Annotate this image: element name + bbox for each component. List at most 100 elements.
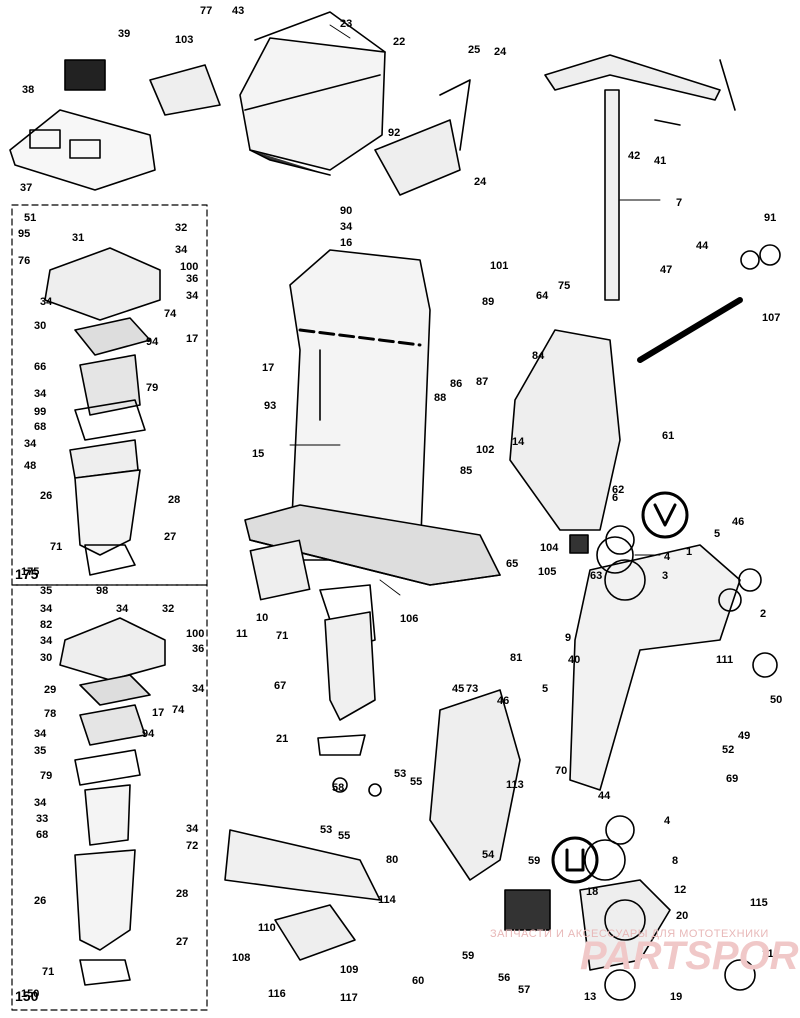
callout-number: 34 bbox=[340, 221, 353, 233]
callout-number: 104 bbox=[540, 542, 559, 554]
callout-number: 24 bbox=[474, 176, 487, 188]
callout-number: 175 bbox=[21, 566, 40, 578]
callout-number: 34 bbox=[116, 603, 129, 615]
callout-number: 36 bbox=[186, 273, 199, 285]
callout-number: 114 bbox=[378, 894, 396, 906]
callout-number: 101 bbox=[490, 260, 509, 272]
callout-number: 53 bbox=[394, 768, 407, 780]
callout-number: 18 bbox=[586, 886, 599, 898]
callout-number: 28 bbox=[168, 494, 181, 506]
callout-number: 20 bbox=[676, 910, 689, 922]
callout-number: 113 bbox=[506, 779, 524, 791]
variant-label-150: 150 bbox=[15, 988, 39, 1004]
callout-number: 87 bbox=[476, 376, 489, 388]
callout-number: 60 bbox=[412, 975, 425, 987]
callout-number: 64 bbox=[536, 290, 549, 302]
callout-number: 47 bbox=[660, 264, 673, 276]
callout-number: 35 bbox=[34, 745, 47, 757]
callout-number: 112 bbox=[762, 948, 780, 960]
callout-number: 57 bbox=[518, 984, 531, 996]
callout-number: 65 bbox=[506, 558, 519, 570]
callout-number: 23 bbox=[340, 18, 353, 30]
callout-number: 49 bbox=[738, 730, 751, 742]
callout-number: 27 bbox=[176, 936, 189, 948]
callout-number: 73 bbox=[466, 683, 479, 695]
callout-number: 34 bbox=[34, 797, 47, 809]
callout-number: 100 bbox=[180, 261, 199, 273]
lower-adaptor-stack-150 bbox=[59, 617, 166, 986]
callout-number: 79 bbox=[40, 770, 53, 782]
callout-number: 85 bbox=[460, 465, 473, 477]
callout-number: 67 bbox=[274, 680, 287, 692]
callout-number: 52 bbox=[722, 744, 735, 756]
callout-number: 26 bbox=[34, 895, 47, 907]
callout-number: 30 bbox=[40, 652, 53, 664]
callout-number: 4 bbox=[664, 551, 671, 563]
callout-number: 88 bbox=[434, 392, 447, 404]
steering-shaft bbox=[544, 54, 743, 363]
callout-number: 59 bbox=[528, 855, 541, 867]
callout-number: 34 bbox=[40, 635, 53, 647]
callout-number: 34 bbox=[34, 728, 47, 740]
callout-number: 11 bbox=[236, 628, 248, 640]
callout-number: 111 bbox=[716, 654, 734, 666]
callout-number: 53 bbox=[320, 824, 333, 836]
leader-lines bbox=[289, 24, 661, 596]
callout-number: 2 bbox=[760, 608, 767, 620]
callout-number: 34 bbox=[186, 823, 199, 835]
callout-number: 10 bbox=[256, 612, 269, 624]
callout-number: 51 bbox=[24, 212, 37, 224]
callout-number: 46 bbox=[732, 516, 745, 528]
callout-number: 40 bbox=[568, 654, 581, 666]
callout-number: 12 bbox=[674, 884, 687, 896]
callout-number: 21 bbox=[276, 733, 289, 745]
callout-number: 59 bbox=[462, 950, 475, 962]
callout-number: 5 bbox=[542, 683, 549, 695]
callout-number: 56 bbox=[498, 972, 511, 984]
callout-number: 58 bbox=[332, 782, 345, 794]
callout-number: 38 bbox=[22, 84, 35, 96]
callout-number: 103 bbox=[175, 34, 194, 46]
callout-number: 70 bbox=[555, 765, 568, 777]
callout-number: 105 bbox=[538, 566, 557, 578]
callout-number: 34 bbox=[34, 388, 47, 400]
callout-number: 76 bbox=[18, 255, 31, 267]
callout-number: 34 bbox=[40, 296, 53, 308]
gasket-plate-group bbox=[9, 59, 221, 191]
callout-number: 99 bbox=[34, 406, 47, 418]
callout-number: 31 bbox=[72, 232, 85, 244]
swivel-bracket bbox=[429, 329, 741, 971]
callout-number: 37 bbox=[20, 182, 33, 194]
watermark-logo: PARTSPORT.RU bbox=[580, 934, 800, 978]
callout-number: 90 bbox=[340, 205, 353, 217]
callout-number: 5 bbox=[714, 528, 721, 540]
callout-number: 89 bbox=[482, 296, 495, 308]
callout-number: 95 bbox=[18, 228, 31, 240]
callout-number: 75 bbox=[558, 280, 571, 292]
callout-number: 117 bbox=[340, 992, 358, 1004]
callout-number: 55 bbox=[338, 830, 351, 842]
callout-number: 32 bbox=[175, 222, 188, 234]
callout-number: 79 bbox=[146, 382, 159, 394]
callout-number: 22 bbox=[393, 36, 406, 48]
callout-number: 33 bbox=[36, 813, 49, 825]
callout-number: 30 bbox=[34, 320, 47, 332]
callout-number: 77 bbox=[200, 5, 213, 17]
callout-number: 94 bbox=[142, 728, 155, 740]
callout-number: 32 bbox=[162, 603, 175, 615]
callout-number: 27 bbox=[164, 531, 177, 543]
callout-number: 98 bbox=[96, 585, 109, 597]
callout-number: 34 bbox=[24, 438, 37, 450]
callout-number: 54 bbox=[482, 849, 495, 861]
callout-number: 84 bbox=[532, 350, 545, 362]
callout-number: 48 bbox=[24, 460, 37, 472]
callout-number: 71 bbox=[42, 966, 55, 978]
callout-number: 78 bbox=[44, 708, 57, 720]
callout-number: 68 bbox=[34, 421, 47, 433]
callout-number: 62 bbox=[612, 484, 625, 496]
callout-number: 41 bbox=[654, 155, 667, 167]
callout-number: 6 bbox=[612, 492, 619, 504]
callout-number: 17 bbox=[152, 707, 165, 719]
